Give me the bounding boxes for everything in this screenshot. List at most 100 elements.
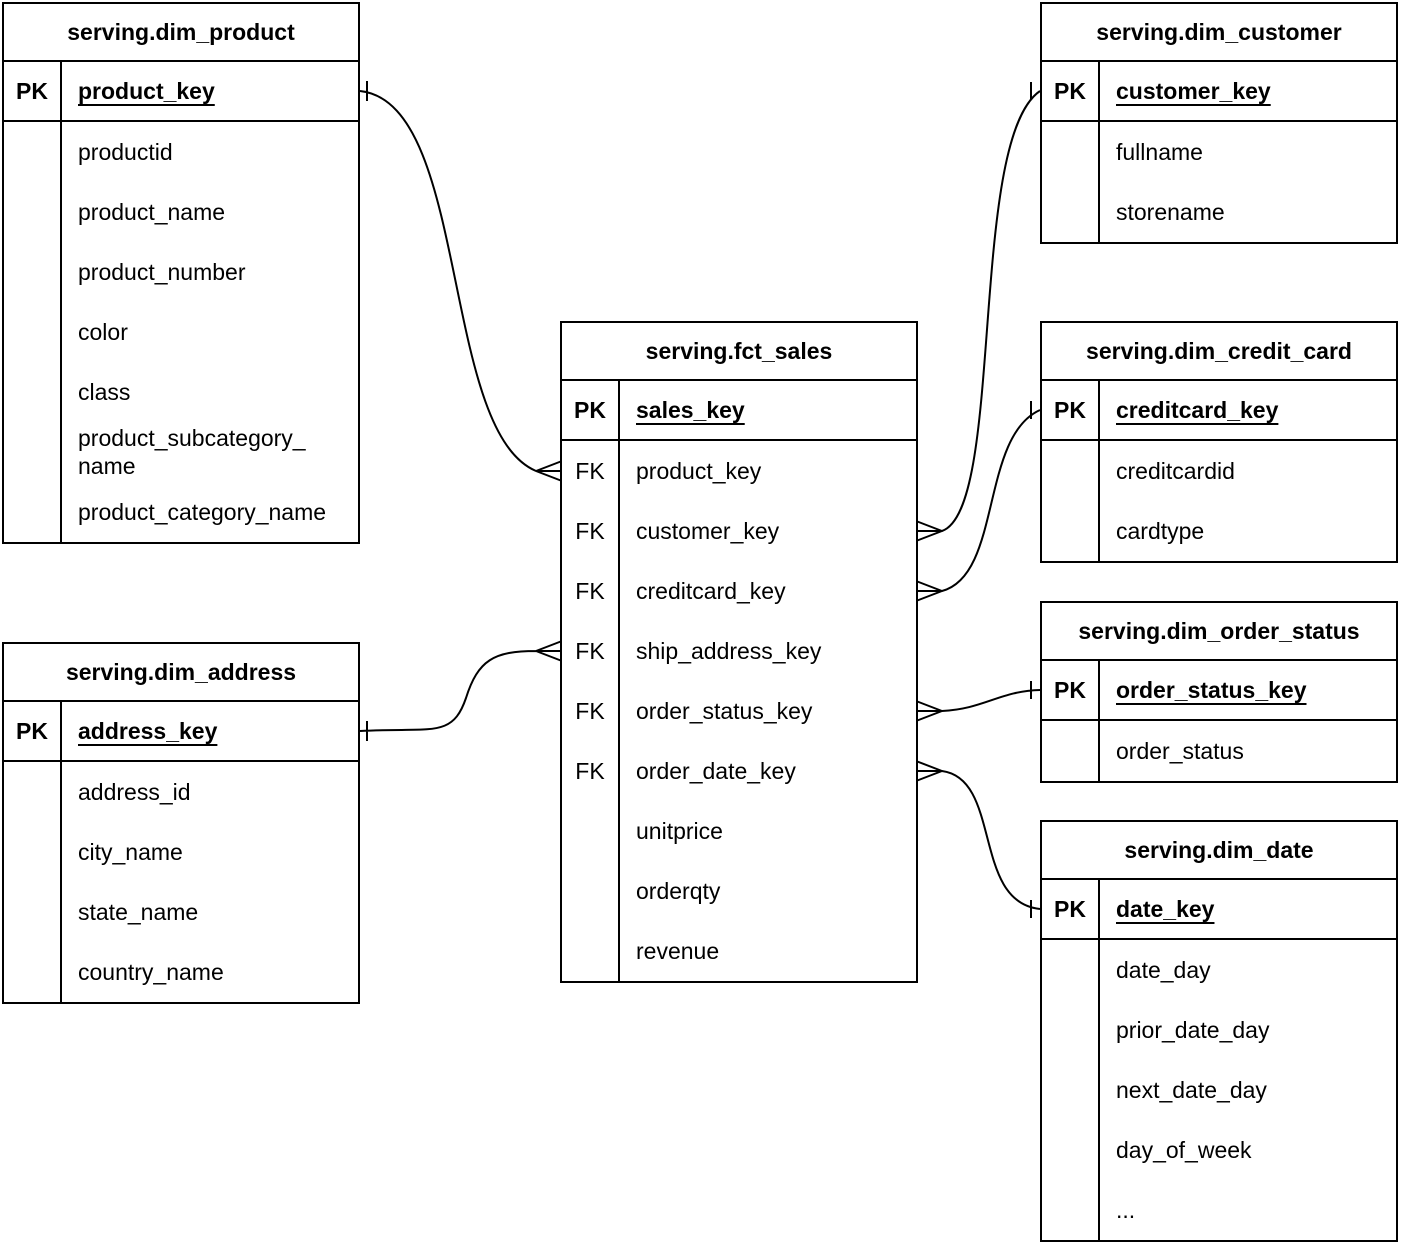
table-row: date_​day (1042, 940, 1396, 1000)
table-row: class (4, 362, 358, 422)
table-row: ... (1042, 1180, 1396, 1240)
key-type-cell (562, 861, 620, 921)
relationship-fct-sales-dim-address[interactable] (359, 640, 563, 741)
key-type-cell (4, 242, 62, 302)
table-row: orderqty (562, 861, 916, 921)
table-row: PK address_​key (4, 702, 358, 762)
key-type-cell (1042, 1180, 1100, 1240)
column-name: creditcard_​key (636, 578, 786, 604)
key-type-cell (4, 422, 62, 482)
column-name: address_​id (78, 779, 191, 805)
relationship-fct-sales-dim-credit-card[interactable] (915, 401, 1041, 602)
table-row: product_​subcategory_​name (4, 422, 358, 482)
column-name: customer_​key (1116, 78, 1271, 104)
table-row: FK ship_​address_​key (562, 621, 916, 681)
key-type-cell: PK (562, 381, 620, 439)
column-name: city_​name (78, 839, 183, 865)
key-type-cell: PK (4, 702, 62, 760)
column-name: storename (1116, 199, 1225, 225)
column-name: order_​date_​key (636, 758, 796, 784)
key-type-cell: FK (562, 621, 620, 681)
column-name: ship_​address_​key (636, 638, 822, 664)
column-name: address_​key (78, 718, 218, 744)
column-name: product_​key (78, 78, 215, 104)
column-name: day_​of_​week (1116, 1137, 1252, 1163)
key-type-cell: PK (1042, 381, 1100, 439)
entity-serving-dim-credit-card[interactable]: serving.dim_credit_card PK creditcard_​ke… (1040, 321, 1398, 563)
relationship-fct-sales-dim-order-status[interactable] (915, 681, 1041, 722)
table-row: order_​status (1042, 721, 1396, 781)
key-type-cell (4, 822, 62, 882)
table-row: creditcardid (1042, 441, 1396, 501)
table-row: product_​number (4, 242, 358, 302)
table-row: address_​id (4, 762, 358, 822)
key-type-cell (1042, 1060, 1100, 1120)
column-name: ... (1116, 1197, 1136, 1223)
table-row: cardtype (1042, 501, 1396, 561)
entity-title: serving.dim_address (4, 644, 358, 702)
entity-title: serving.dim_date (1042, 822, 1396, 880)
key-type-cell (4, 482, 62, 542)
table-row: revenue (562, 921, 916, 981)
table-row: PK customer_​key (1042, 62, 1396, 122)
table-row: productid (4, 122, 358, 182)
column-name: product_​number (78, 259, 246, 285)
column-name: date_​key (1116, 896, 1215, 922)
column-name: product_​category_​name (78, 499, 327, 525)
relationship-fct-sales-dim-customer[interactable] (915, 82, 1041, 542)
column-name: productid (78, 139, 173, 165)
key-type-cell (4, 122, 62, 182)
table-row: PK creditcard_​key (1042, 381, 1396, 441)
key-type-cell (1042, 1120, 1100, 1180)
column-name: creditcard_​key (1116, 397, 1279, 423)
entity-rows: PK creditcard_​key creditcardid cardtype (1042, 381, 1396, 561)
key-type-cell: FK (562, 741, 620, 801)
key-type-cell (1042, 721, 1100, 781)
column-name: date_​day (1116, 957, 1211, 983)
key-type-cell: FK (562, 561, 620, 621)
table-row: country_​name (4, 942, 358, 1002)
table-row: FK order_​date_​key (562, 741, 916, 801)
key-type-cell (1042, 940, 1100, 1000)
key-type-cell: PK (4, 62, 62, 120)
column-name: creditcardid (1116, 458, 1235, 484)
column-name: unitprice (636, 818, 723, 844)
key-type-cell (4, 302, 62, 362)
column-name: revenue (636, 938, 720, 964)
table-row: FK creditcard_​key (562, 561, 916, 621)
table-row: product_​name (4, 182, 358, 242)
table-row: PK date_​key (1042, 880, 1396, 940)
column-name: class (78, 379, 131, 405)
key-type-cell: FK (562, 441, 620, 501)
relationship-fct-sales-dim-product[interactable] (359, 81, 563, 482)
key-type-cell: PK (1042, 880, 1100, 938)
key-type-cell: PK (1042, 62, 1100, 120)
key-type-cell: FK (562, 681, 620, 741)
key-type-cell (1042, 1000, 1100, 1060)
relationship-fct-sales-dim-date[interactable] (915, 760, 1041, 918)
column-name: country_​name (78, 959, 224, 985)
entity-title: serving.dim_credit_card (1042, 323, 1396, 381)
table-row: day_​of_​week (1042, 1120, 1396, 1180)
table-row: PK product_​key (4, 62, 358, 122)
table-row: state_​name (4, 882, 358, 942)
key-type-cell (562, 801, 620, 861)
key-type-cell (4, 762, 62, 822)
column-name: orderqty (636, 878, 721, 904)
column-name: customer_​key (636, 518, 780, 544)
